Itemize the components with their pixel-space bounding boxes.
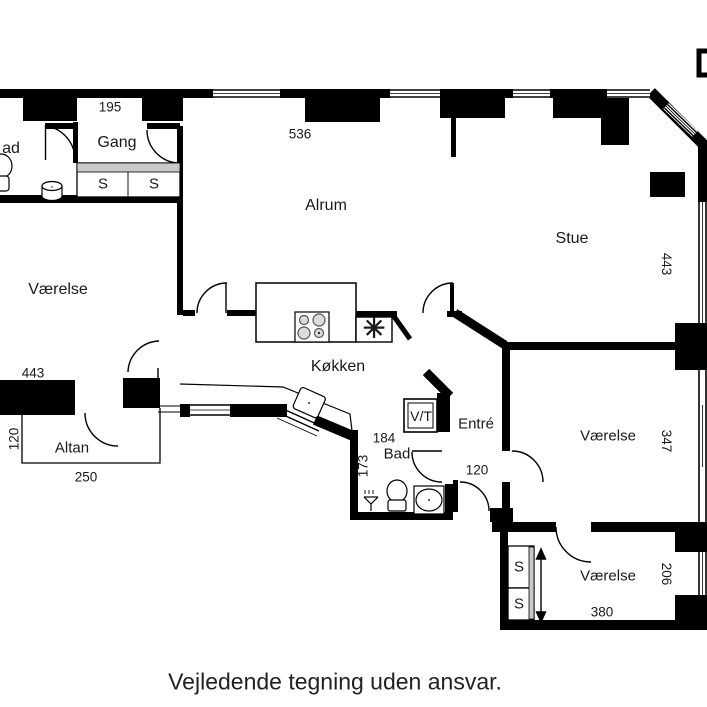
closet-label-2: S	[148, 175, 160, 193]
room-label-stue: Stue	[555, 230, 589, 247]
kitchen-fixtures	[179, 282, 393, 432]
dim-stue-depth: 443	[658, 252, 674, 276]
dim-vaerelse-right-depth: 347	[658, 429, 674, 453]
room-label-entre: Entré	[458, 415, 494, 433]
toilet	[386, 479, 408, 512]
room-label-vaerelse-bottom: Værelse	[580, 567, 636, 585]
gang-closet	[76, 162, 181, 198]
dim-altan-depth: 120	[6, 427, 22, 451]
diagonal-walls	[313, 88, 707, 441]
label-laundry-vt: V/T	[410, 408, 432, 424]
dim-vaerelse-bottom-width: 380	[590, 604, 614, 620]
room-label-alrum: Alrum	[305, 197, 347, 214]
room-label-vaerelse-right: Værelse	[580, 427, 636, 445]
kitchen-sink	[292, 387, 326, 419]
room-label-altan: Altan	[54, 439, 90, 457]
bottom-room-closet	[507, 545, 535, 621]
windows	[158, 89, 707, 595]
closet-label-1: S	[97, 175, 109, 193]
shower-drain	[363, 490, 379, 511]
dim-vaerelse-left-width: 443	[21, 365, 45, 381]
closets	[76, 162, 547, 624]
balcony-outline	[21, 408, 161, 464]
walls	[0, 89, 707, 630]
laundry-box	[403, 398, 438, 433]
dim-bad-depth: 173	[355, 454, 371, 478]
washbasin	[413, 485, 445, 515]
cutoff-frame-symbol	[696, 48, 707, 78]
dim-entre-width: 120	[465, 462, 489, 478]
dim-gang-width: 195	[98, 99, 122, 115]
appliance-star-icon: ✳	[362, 313, 386, 344]
closet-label-4: S	[513, 595, 525, 613]
stove-burners	[297, 313, 326, 340]
top-bad-toilet	[0, 153, 13, 192]
room-label-vaerelse-left: Værelse	[28, 281, 88, 298]
room-label-koekken: Køkken	[310, 358, 366, 375]
bathroom-fixtures	[0, 153, 445, 515]
dim-bad-width: 184	[372, 430, 396, 446]
dim-altan-width: 250	[74, 469, 98, 485]
disclaimer-text: Vejledende tegning uden ansvar.	[168, 668, 502, 695]
appliance-box	[355, 316, 393, 343]
dim-vaerelse-bottom-depth: 206	[658, 562, 674, 586]
room-label-bad: Bad	[383, 445, 411, 463]
closet-extent-arrow	[535, 547, 547, 624]
closet-label-3: S	[513, 558, 525, 576]
dim-alrum-width: 536	[288, 126, 312, 142]
room-label-gang: Gang	[97, 134, 137, 151]
top-bad-cylinder	[41, 180, 63, 202]
room-label-bad-top: ad	[2, 140, 20, 157]
